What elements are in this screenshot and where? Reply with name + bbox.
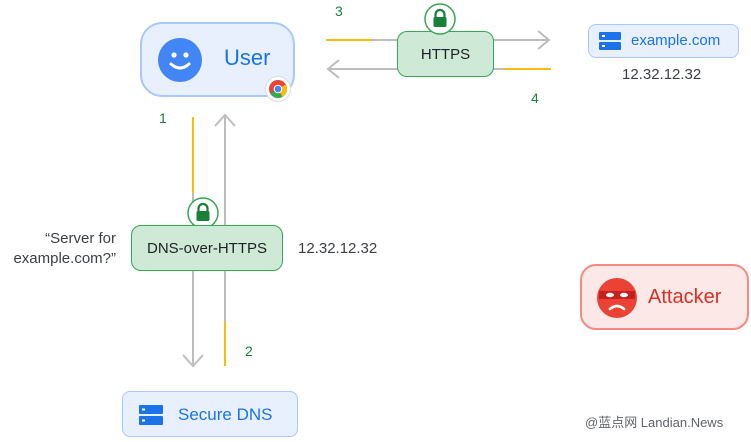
doh-node: DNS-over-HTTPS	[131, 225, 283, 271]
doh-label: DNS-over-HTTPS	[146, 240, 267, 257]
doh-right-arrowhead	[214, 113, 236, 127]
doh-ip: 12.32.12.32	[298, 240, 378, 257]
attacker-node: Attacker	[580, 264, 749, 330]
site-node: example.com	[588, 24, 739, 58]
watermark-text: @蓝点网 Landian.News	[585, 415, 724, 430]
lock-icon	[187, 197, 219, 234]
https-label: HTTPS	[420, 46, 471, 63]
dns-query-line-1: “Server for	[45, 230, 116, 247]
https-upper-arrowhead	[537, 30, 551, 50]
attacker-label: Attacker	[648, 286, 722, 308]
masked-face-icon	[596, 277, 638, 324]
secure-dns-node: Secure DNS	[122, 391, 298, 437]
site-label: example.com	[631, 32, 721, 49]
step-1-label: 1	[159, 110, 167, 126]
step-4-label: 4	[531, 90, 539, 106]
user-label: User	[224, 45, 271, 70]
smiley-face-icon	[158, 38, 202, 82]
doh-left-arrowhead	[182, 354, 204, 368]
lock-icon	[424, 3, 456, 40]
site-ip: 12.32.12.32	[622, 66, 702, 83]
https-lower-arrowhead	[326, 59, 340, 79]
secure-dns-label: Secure DNS	[178, 405, 273, 424]
https-node: HTTPS	[397, 31, 494, 77]
chrome-icon	[265, 76, 291, 102]
dns-query-line-2: example.com?”	[13, 250, 116, 267]
server-icon	[599, 31, 621, 56]
server-icon	[139, 404, 163, 431]
step-2-label: 2	[245, 343, 253, 359]
dns-query-text: “Server for example.com?”	[0, 229, 116, 269]
step-3-label: 3	[335, 3, 343, 19]
